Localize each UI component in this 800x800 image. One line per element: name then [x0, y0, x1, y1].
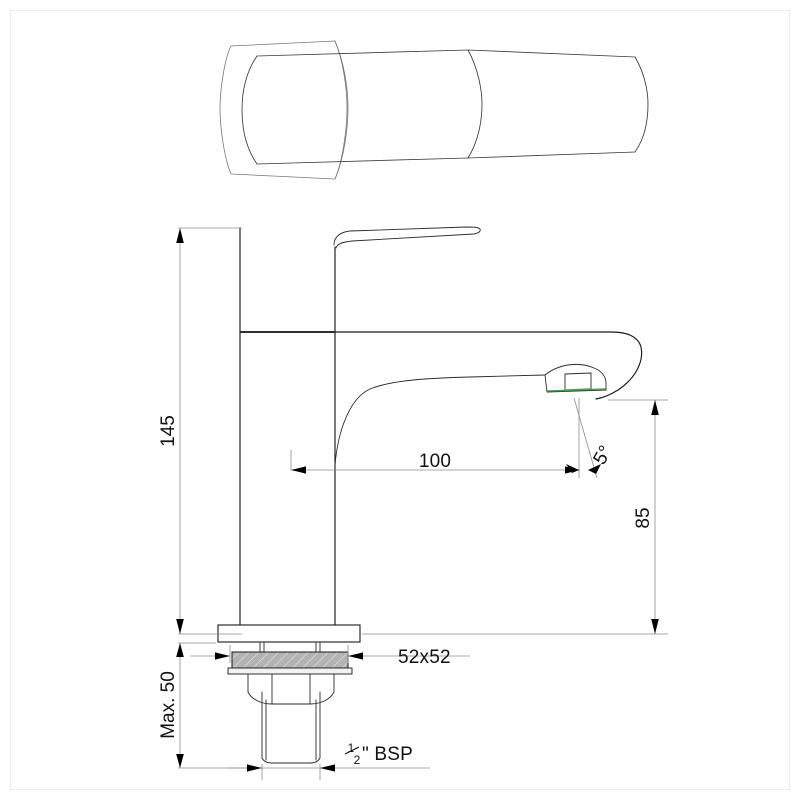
fraction-slash: [344, 746, 360, 755]
top-view-barrel-left-cap: [241, 55, 258, 165]
dim-label-overall-height: 145: [158, 415, 179, 447]
base-plate: [217, 624, 361, 643]
dim-label-outlet-angle: 5°: [589, 442, 616, 469]
top-view-barrel-right-cap: [634, 56, 649, 153]
top-view-group: [219, 40, 649, 180]
tap-body-upper: [239, 227, 336, 333]
arrowhead-100-left: [291, 466, 306, 474]
aerator-insert: [564, 372, 592, 392]
spout-underside-curve: [334, 374, 546, 466]
dimension-spout-height: 85: [362, 399, 668, 635]
arrowhead-52-left: [215, 652, 230, 660]
dim-label-bsp-numerator: 1: [348, 741, 355, 755]
aerator-housing: [544, 363, 607, 393]
hex-nut: [247, 673, 335, 705]
dim-label-spout-height: 85: [633, 507, 654, 528]
arrowhead-85-bottom: [651, 619, 659, 634]
top-view-escutcheon-cap: [334, 40, 349, 180]
dim-label-base-footprint: 52x52: [398, 647, 451, 668]
dim-label-bsp-denominator: 2: [354, 753, 361, 767]
arrowhead-145-bottom: [176, 619, 184, 634]
top-view-spout-barrel-lower: [256, 151, 636, 165]
arrowhead-bsp-right: [320, 764, 335, 772]
dimension-max-deck-thickness: Max. 50: [158, 642, 330, 769]
fixing-washer-lip: [227, 667, 353, 675]
threaded-shank: [261, 691, 321, 764]
aerator-accent-insert: [565, 388, 591, 391]
side-elevation-group: [217, 226, 643, 764]
arrowhead-52-right: [348, 652, 363, 660]
fixing-washer: [231, 651, 349, 669]
dimension-base-footprint: 52x52: [190, 645, 470, 668]
top-view-mid-seam: [467, 49, 483, 159]
angle-inclined-line: [573, 397, 598, 479]
arrowhead-bsp-left: [247, 764, 262, 772]
top-view-spout-barrel: [256, 49, 636, 58]
dimension-spout-reach: 100: [290, 450, 580, 474]
arrowhead-145-top: [176, 228, 184, 243]
dimension-overall-height: 145: [158, 227, 242, 635]
dimension-inlet-thread: 1 2 " BSP: [228, 741, 430, 780]
arrowhead-max50-bottom: [176, 754, 184, 768]
top-view-escutcheon-outline: [219, 40, 348, 180]
dimension-outlet-angle: 5°: [566, 397, 617, 479]
sheet-border: [10, 10, 790, 790]
arrowhead-max50-top: [176, 643, 184, 657]
arrowhead-85-top: [651, 400, 659, 415]
lever-handle: [333, 226, 481, 249]
dim-label-bsp-suffix: " BSP: [362, 744, 413, 765]
arrowhead-angle-right: [588, 464, 601, 474]
dim-label-max-deck-thickness: Max. 50: [158, 671, 179, 739]
spout-outer-profile: [239, 331, 643, 400]
dim-label-spout-reach: 100: [419, 451, 451, 472]
arrowhead-angle-left: [566, 464, 579, 473]
